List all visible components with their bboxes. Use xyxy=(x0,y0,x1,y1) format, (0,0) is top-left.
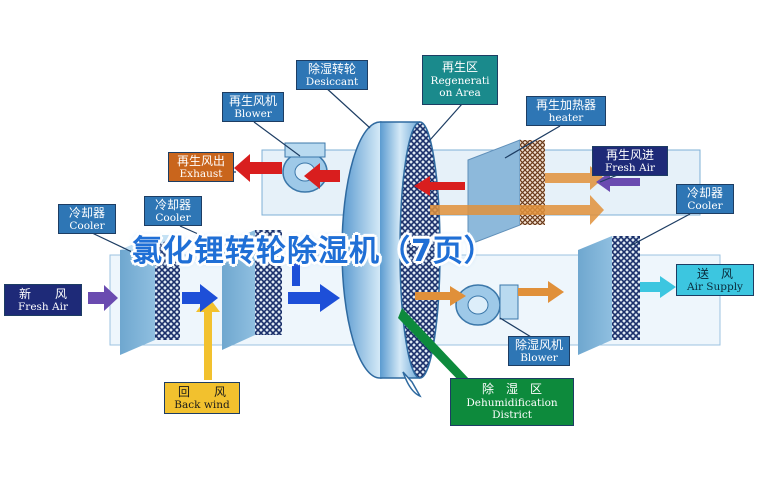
regen-exhaust-en: Exhaust xyxy=(179,167,223,180)
dehum-district-pointer xyxy=(398,308,470,384)
orange-arrows xyxy=(196,166,604,380)
regen-area-zh: 再生区 xyxy=(441,60,478,75)
fresh-air-en: Fresh Air xyxy=(18,300,68,313)
heater-block xyxy=(467,139,545,246)
cooler-2-label: 冷却器 Cooler xyxy=(144,196,202,226)
regen-blower xyxy=(282,142,328,193)
fresh-air-zh: 新 风 xyxy=(18,286,67,301)
regen-blower-zh: 再生风机 xyxy=(228,93,277,108)
regen-blower-label: 再生风机 Blower xyxy=(222,92,284,122)
regen-heater-label: 再生加热器 heater xyxy=(526,96,606,126)
desiccant-en: Desiccant xyxy=(305,75,359,88)
desiccant-label: 除湿转轮 Desiccant xyxy=(296,60,368,90)
back-wind-label: 回 风 Back wind xyxy=(164,382,240,414)
dehum-district-label: 除 湿 区 Dehumidification District xyxy=(450,378,574,426)
cooler-2-en: Cooler xyxy=(155,211,191,224)
air-supply-en: Air Supply xyxy=(687,280,743,293)
regen-exhaust-zh: 再生风出 xyxy=(176,153,225,168)
back-wind-en: Back wind xyxy=(174,398,230,411)
regen-area-label: 再生区 Regenerati on Area xyxy=(422,55,498,105)
cooler-1-label: 冷却器 Cooler xyxy=(58,204,116,234)
fresh-air-label: 新 风 Fresh Air xyxy=(4,284,82,316)
regen-area-en1: Regenerati xyxy=(430,74,490,87)
air-supply-label: 送 风 Air Supply xyxy=(676,264,754,296)
dehum-district-en2: District xyxy=(492,409,532,422)
rotation-arrow xyxy=(402,371,422,398)
cooler-3-zh: 冷却器 xyxy=(686,185,723,200)
regen-area-en2: on Area xyxy=(439,87,481,100)
regen-heater-zh: 再生加热器 xyxy=(535,97,596,112)
cooler-3-label: 冷却器 Cooler xyxy=(676,184,734,214)
leader-lines xyxy=(89,85,691,341)
dehum-blower xyxy=(455,284,519,326)
desiccant-zh: 除湿转轮 xyxy=(307,61,356,76)
cooler-panel-1 xyxy=(120,235,180,355)
regen-fresh-air-label: 再生风进 Fresh Air xyxy=(592,146,668,176)
cooler-panel-2 xyxy=(222,230,282,350)
dehum-blower-zh: 除湿风机 xyxy=(514,337,563,352)
cooler-3-en: Cooler xyxy=(687,199,723,212)
regen-heater-en: heater xyxy=(548,111,584,124)
cooler-1-zh: 冷却器 xyxy=(68,205,105,220)
dehum-blower-label: 除湿风机 Blower xyxy=(508,336,570,366)
regen-blower-en: Blower xyxy=(234,107,272,120)
dehum-blower-en: Blower xyxy=(520,351,558,364)
cyan-arrow xyxy=(640,276,676,298)
regen-fresh-air-en: Fresh Air xyxy=(605,161,655,174)
blue-arrows xyxy=(182,250,340,312)
back-wind-zh: 回 风 xyxy=(177,384,226,399)
page-title: 氯化锂转轮除湿机（7页） xyxy=(132,234,495,269)
dehum-district-en1: Dehumidification xyxy=(466,396,558,409)
air-supply-zh: 送 风 xyxy=(696,266,733,281)
regen-fresh-air-zh: 再生风进 xyxy=(605,147,654,162)
cooler-panel-3 xyxy=(578,236,640,355)
cooler-2-zh: 冷却器 xyxy=(154,197,191,212)
regen-exhaust-label: 再生风出 Exhaust xyxy=(168,152,234,182)
desiccant-wheel xyxy=(341,121,441,379)
dehum-district-zh: 除 湿 区 xyxy=(481,382,542,397)
red-arrows xyxy=(234,154,465,196)
cooler-1-en: Cooler xyxy=(69,219,105,232)
purple-arrows xyxy=(88,172,640,311)
